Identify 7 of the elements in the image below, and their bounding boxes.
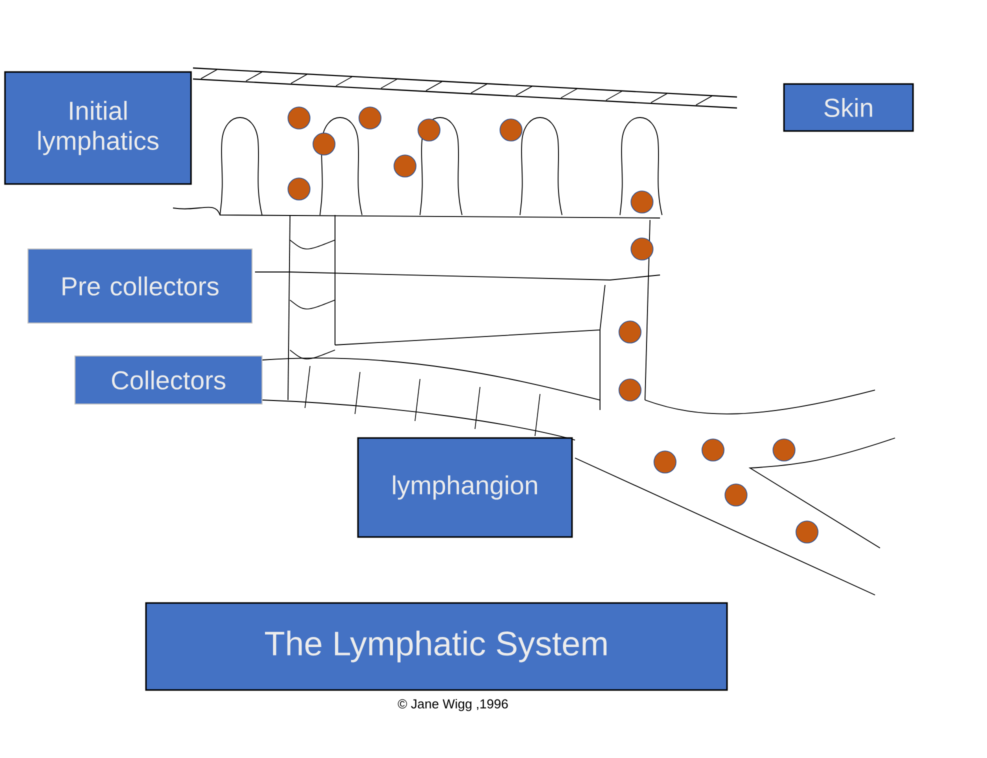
label-box: Skin xyxy=(783,83,914,132)
copyright-caption: © Jane Wigg ,1996 xyxy=(398,698,508,712)
label-box: Initial lymphatics xyxy=(4,71,192,185)
label-box: lymphangion xyxy=(357,437,573,538)
title-box: The Lymphatic System xyxy=(145,602,728,691)
label-box: Pre collectors xyxy=(28,248,252,324)
label-box: Collectors xyxy=(74,356,262,404)
